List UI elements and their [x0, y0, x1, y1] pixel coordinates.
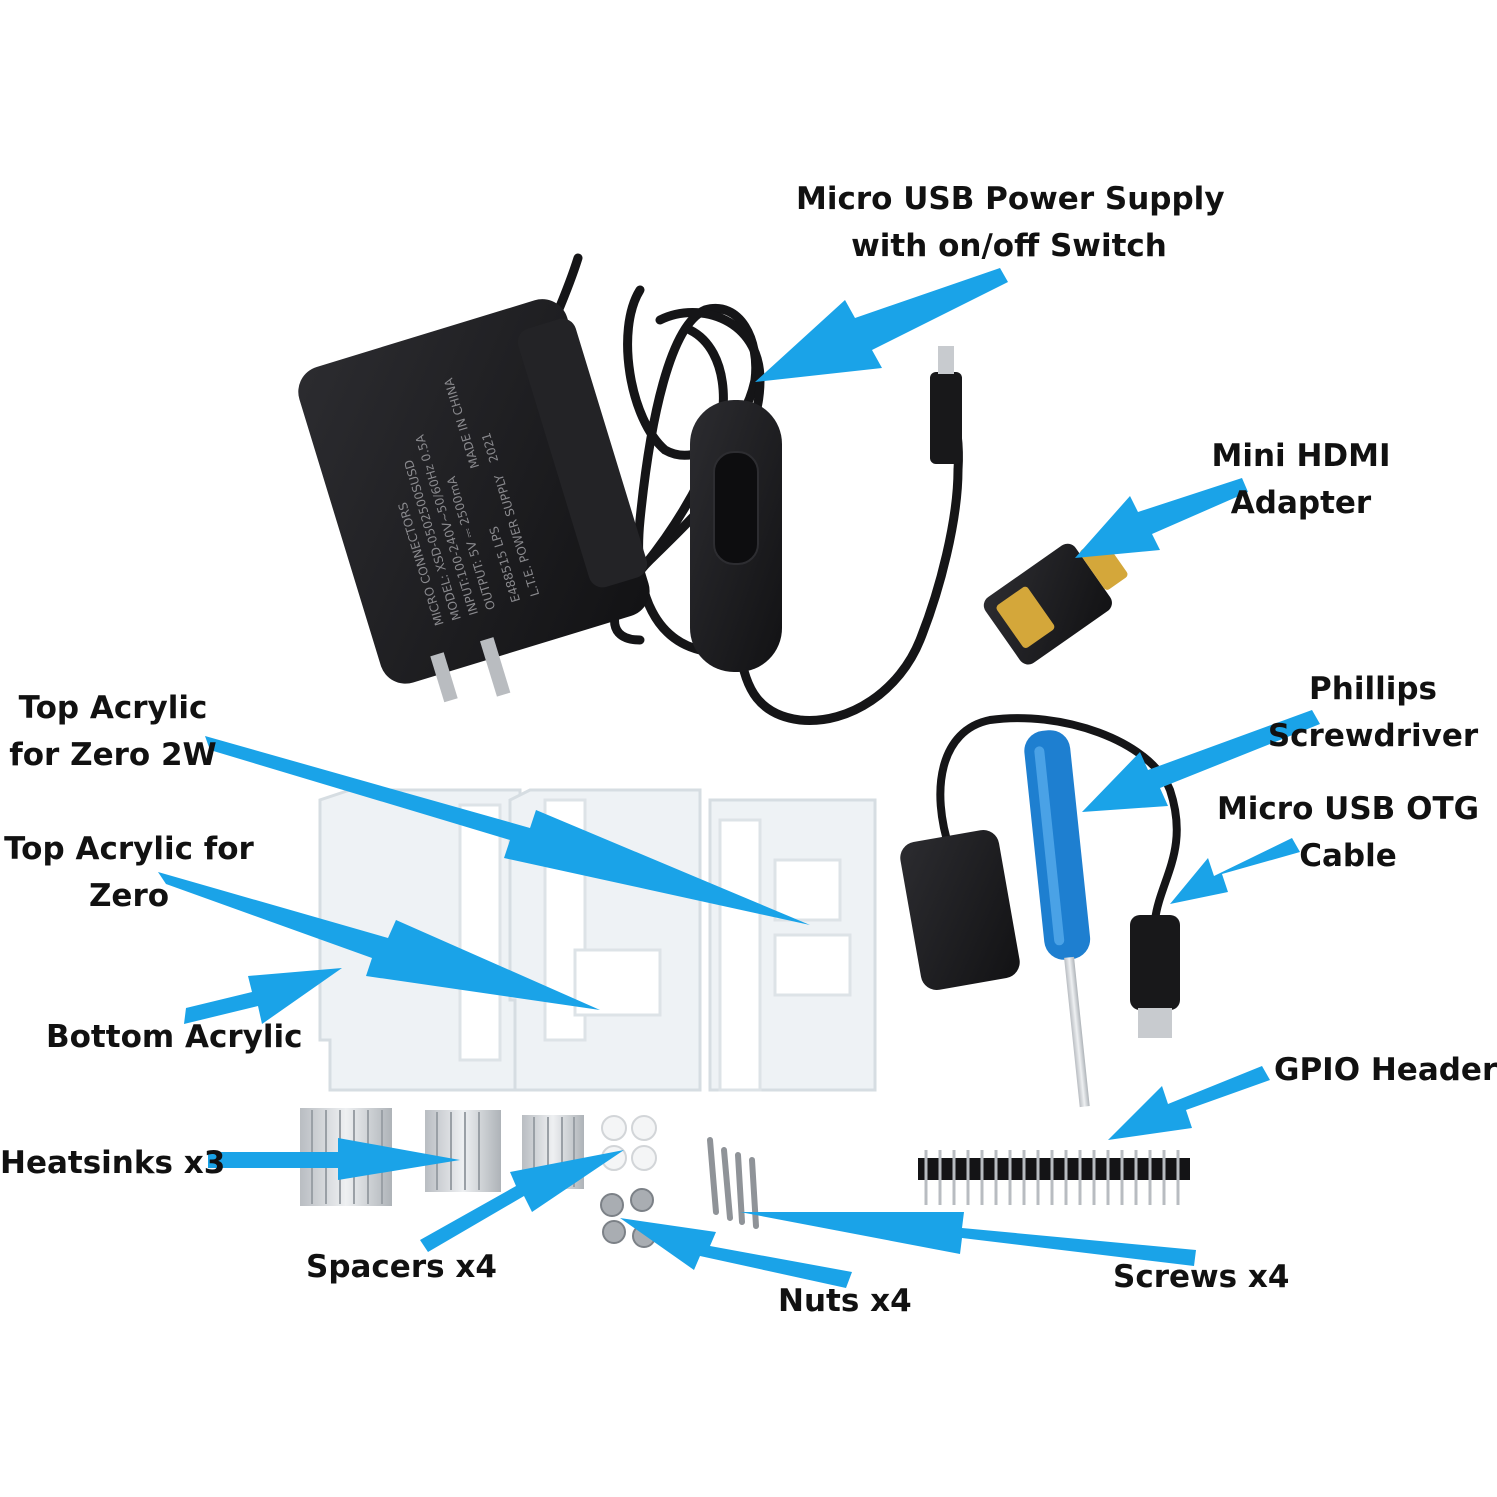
label-gpio-header: GPIO Header [1274, 1052, 1497, 1088]
arrow-nuts [620, 1218, 852, 1288]
label-power-supply-line2: with on/off Switch [851, 228, 1167, 264]
label-phillips-line1: Phillips [1309, 671, 1437, 707]
label-top-acrylic-zero-line2: Zero [88, 878, 170, 914]
wall-adapter [298, 299, 650, 703]
label-phillips-line2: Screwdriver [1267, 718, 1479, 754]
label-phillips: Phillips Screwdriver [1266, 666, 1480, 760]
label-mini-hdmi: Mini HDMI Adapter [1196, 433, 1406, 527]
spacers [601, 1115, 657, 1171]
arrow-spacers [420, 1150, 624, 1252]
otg-cable [900, 714, 1181, 1038]
label-top-acrylic-zero2w: Top Acrylic for Zero 2W [4, 685, 222, 779]
gpio-header [918, 1150, 1190, 1205]
screws [707, 1137, 759, 1229]
arrow-phillips [1082, 710, 1320, 812]
label-top-acrylic-zero-line1: Top Acrylic for [4, 831, 254, 867]
label-mini-hdmi-line2: Adapter [1230, 485, 1372, 521]
label-heatsinks: Heatsinks x3 [0, 1145, 226, 1181]
arrow-heatsinks [208, 1138, 460, 1180]
label-nuts: Nuts x4 [778, 1283, 912, 1319]
arrow-gpio [1108, 1066, 1270, 1140]
arrow-top-acrylic-zero2w [205, 736, 810, 925]
label-spacers: Spacers x4 [306, 1249, 497, 1285]
arrow-power-supply [755, 268, 1008, 382]
nuts [600, 1188, 656, 1248]
label-mini-hdmi-line1: Mini HDMI [1211, 438, 1391, 474]
callout-arrows [158, 268, 1320, 1288]
arrow-mini-hdmi [1075, 478, 1248, 558]
label-otg-cable-line2: Cable [1299, 838, 1397, 874]
label-screws: Screws x4 [1113, 1259, 1290, 1295]
label-top-acrylic-zero: Top Acrylic for Zero [0, 826, 258, 920]
micro-usb-plug [930, 346, 962, 464]
arrow-top-acrylic-zero [158, 872, 600, 1010]
phillips-screwdriver [1024, 730, 1091, 1108]
inline-switch [690, 400, 782, 672]
arrow-screws [740, 1212, 1196, 1266]
arrow-bottom-acrylic [184, 968, 342, 1024]
label-top-acrylic-zero2w-line2: for Zero 2W [9, 737, 217, 773]
label-top-acrylic-zero2w-line1: Top Acrylic [18, 690, 208, 726]
label-bottom-acrylic: Bottom Acrylic [46, 1019, 303, 1055]
label-otg-cable: Micro USB OTG Cable [1212, 786, 1484, 880]
label-power-supply: Micro USB Power Supply with on/off Switc… [796, 176, 1225, 270]
label-otg-cable-line1: Micro USB OTG [1216, 791, 1480, 827]
arrow-otg [1170, 838, 1300, 904]
label-power-supply-line1: Micro USB Power Supply [796, 181, 1225, 217]
